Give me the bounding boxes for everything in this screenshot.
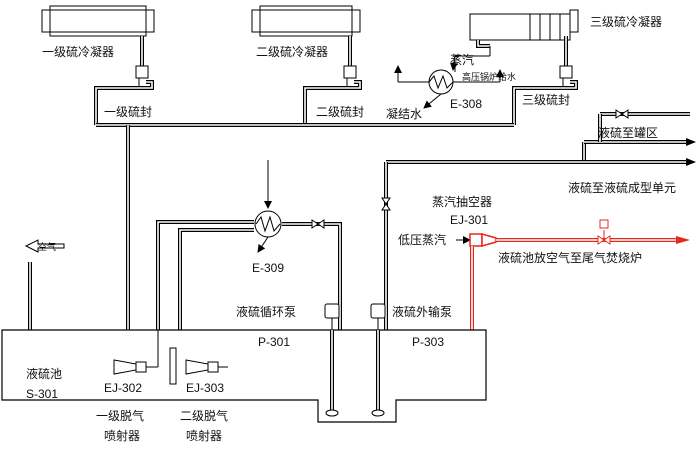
to-forming-label: 液硫至液硫成型单元 <box>568 180 676 195</box>
p-301-label: P-301 <box>258 335 290 349</box>
degas-1-label-a: 一级脱气 <box>96 408 144 423</box>
ejector-title-label: 蒸汽抽空器 <box>432 194 492 209</box>
seal-2-label: 二级硫封 <box>316 104 364 119</box>
condensate-label: 凝结水 <box>386 106 422 121</box>
to-tank-label: 液硫至罐区 <box>598 125 658 140</box>
ej-303-label: EJ-303 <box>186 381 224 395</box>
condenser-3 <box>469 9 579 41</box>
seal-outlet-pipes <box>94 80 578 125</box>
e-308-exchanger <box>394 46 504 109</box>
degas-2-label-b: 喷射器 <box>186 428 222 443</box>
export-lines <box>386 109 696 166</box>
export-pump-label: 液硫外输泵 <box>392 304 452 319</box>
condenser-1-label: 一级硫冷凝器 <box>42 44 114 59</box>
s-301-label: S-301 <box>26 387 58 401</box>
air-vent <box>24 239 65 330</box>
seal-1-label: 一级硫封 <box>104 104 152 119</box>
condenser-1 <box>41 5 155 37</box>
e-308-label: E-308 <box>450 97 482 111</box>
sulfur-pit <box>1 329 487 423</box>
ej-302-label: EJ-302 <box>104 381 142 395</box>
seal-1-pot <box>135 65 149 88</box>
condenser-2 <box>251 5 361 37</box>
seal-3-label: 三级硫封 <box>522 92 570 107</box>
pump-p-301-motor <box>324 303 340 330</box>
degas-2-label-a: 二级脱气 <box>180 408 228 423</box>
condenser-2-label: 二级硫冷凝器 <box>256 44 328 59</box>
seal-3-pot <box>559 65 573 88</box>
ej-303-ejector <box>185 359 228 375</box>
degas-1-label-b: 喷射器 <box>104 428 140 443</box>
circulation-loop <box>156 160 342 330</box>
ej-301-label: EJ-301 <box>450 213 488 227</box>
lp-steam-label: 低压蒸汽 <box>398 232 446 247</box>
export-pump-riser <box>381 162 391 330</box>
seal-2-pot <box>343 65 357 88</box>
condenser-3-label: 三级硫冷凝器 <box>590 14 662 29</box>
air-label: 空气 <box>38 241 56 253</box>
e-309-label: E-309 <box>252 261 284 275</box>
ej-301-ejector <box>456 219 690 330</box>
hp-feed-label: 高压锅炉给水 <box>462 71 516 83</box>
pump-p-303-motor <box>370 303 386 330</box>
steam-label: 蒸汽 <box>450 52 474 67</box>
circ-pump-label: 液硫循环泵 <box>236 304 296 319</box>
pit-label: 液硫池 <box>26 366 62 381</box>
p-303-label: P-303 <box>412 335 444 349</box>
to-incinerator-label: 液硫池放空气至尾气焚烧炉 <box>498 250 642 265</box>
main-header-pipe <box>96 123 514 330</box>
ej-302-ejector <box>113 330 159 375</box>
condenser-drop-pipes <box>140 36 568 66</box>
